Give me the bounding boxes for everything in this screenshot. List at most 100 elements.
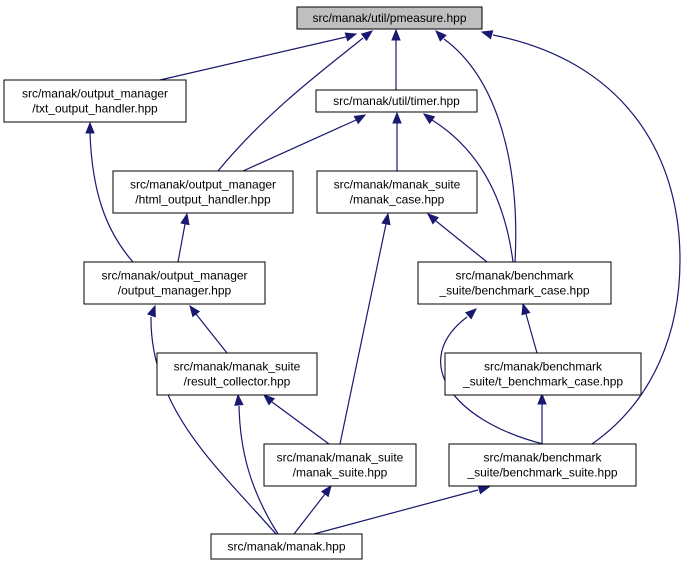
arrowhead	[480, 30, 494, 40]
edge-line	[293, 493, 326, 535]
node-box	[156, 352, 318, 396]
node-box	[3, 79, 187, 123]
node-label-line: _suite/t_benchmark_case.hpp	[462, 375, 623, 389]
node-label-line: /manak_case.hpp	[350, 193, 445, 207]
node-benchmark-suite[interactable]: src/manak/benchmark_suite/benchmark_suit…	[448, 443, 637, 487]
node-box	[112, 170, 294, 214]
node-html-output-handler[interactable]: src/manak/output_manager/html_output_han…	[112, 170, 294, 214]
node-label-line: src/manak/output_manager	[130, 178, 276, 192]
node-label-line: src/manak/output_manager	[22, 87, 168, 101]
edge-output_manager-to-html_output_handler	[177, 212, 190, 263]
node-label-line: src/manak/manak_suite	[277, 451, 404, 465]
node-label-line: src/manak/util/pmeasure.hpp	[312, 11, 466, 25]
edge-line	[217, 37, 364, 172]
edge-manak-to-manak_suite	[293, 484, 332, 535]
node-label-line: /result_collector.hpp	[184, 375, 291, 389]
edge-manak-to-benchmark_suite	[313, 485, 491, 535]
node-label-line: src/manak/benchmark	[483, 451, 602, 465]
edge-manak_case-to-timer	[392, 111, 402, 171]
edge-html_output_handler-to-timer	[242, 114, 367, 172]
edge-result_collector-to-output_manager	[189, 304, 228, 354]
node-label-line: src/manak/benchmark	[484, 360, 603, 374]
arrowhead	[85, 121, 95, 134]
edge-manak-to-output_manager	[146, 304, 277, 535]
arrowhead	[180, 212, 190, 226]
edge-line	[435, 220, 488, 263]
edge-txt_output_handler-to-pmeasure	[159, 32, 358, 81]
nodes-layer: src/manak/util/pmeasure.hpp src/manak/out…	[3, 6, 642, 560]
node-manak-suite[interactable]: src/manak/manak_suite/manak_suite.hpp	[263, 443, 417, 487]
edge-benchmark_suite-to-pmeasure	[480, 30, 681, 445]
node-box	[210, 533, 363, 560]
edge-html_output_handler-to-pmeasure	[217, 30, 374, 172]
edge-line	[271, 401, 330, 445]
arrowhead	[426, 213, 440, 225]
edge-line	[195, 313, 228, 354]
node-label-line: /output_manager.hpp	[118, 284, 232, 298]
edge-line	[242, 119, 357, 172]
edge-output_manager-to-txt_output_handler	[85, 121, 134, 263]
node-box	[315, 89, 478, 113]
node-label-line: src/manak/util/timer.hpp	[333, 94, 460, 108]
node-label-line: _suite/benchmark_suite.hpp	[466, 466, 617, 480]
arrowhead	[344, 32, 358, 42]
arrowhead	[391, 28, 401, 41]
node-box	[296, 6, 483, 30]
edge-line	[150, 316, 277, 535]
edge-t_benchmark_case-to-benchmark_case	[521, 302, 538, 354]
edge-line	[431, 119, 514, 263]
edge-line	[313, 489, 479, 535]
edge-manak_suite-to-result_collector	[262, 394, 330, 445]
edge-line	[177, 223, 186, 263]
node-label-line: /manak_suite.hpp	[293, 466, 388, 480]
node-box	[444, 352, 642, 396]
arrowhead	[392, 111, 402, 124]
edge-line	[339, 223, 387, 445]
edge-line	[159, 36, 347, 81]
edge-benchmark_suite-to-t_benchmark_case	[537, 392, 547, 444]
node-txt-output-handler[interactable]: src/manak/output_manager/txt_output_hand…	[3, 79, 187, 123]
node-output-manager[interactable]: src/manak/output_manager/output_manager.…	[83, 261, 266, 305]
node-t-benchmark-case[interactable]: src/manak/benchmark_suite/t_benchmark_ca…	[444, 352, 642, 396]
node-box	[316, 170, 478, 214]
arrowhead	[521, 302, 531, 316]
arrowhead	[435, 30, 447, 42]
node-label-line: src/manak/benchmark	[455, 269, 574, 283]
edge-line	[525, 313, 538, 354]
edge-timer-to-pmeasure	[391, 28, 401, 90]
node-timer[interactable]: src/manak/util/timer.hpp	[315, 89, 478, 113]
edge-line	[443, 38, 517, 263]
node-box	[83, 261, 266, 305]
node-box	[263, 443, 417, 487]
edge-benchmark_case-to-manak_case	[426, 213, 488, 263]
node-label-line: /txt_output_handler.hpp	[32, 102, 158, 116]
arrowhead	[189, 304, 201, 318]
arrowhead	[477, 485, 491, 495]
arrowhead	[320, 484, 332, 498]
arrowhead	[537, 392, 547, 405]
arrowhead	[234, 393, 244, 406]
arrowhead	[422, 113, 436, 125]
edge-manak-to-result_collector	[234, 393, 279, 535]
node-result-collector[interactable]: src/manak/manak_suite/result_collector.h…	[156, 352, 318, 396]
edge-line	[238, 405, 279, 535]
edge-line	[492, 34, 681, 445]
node-benchmark-case[interactable]: src/manak/benchmark_suite/benchmark_case…	[417, 261, 612, 305]
node-manak-case[interactable]: src/manak/manak_suite/manak_case.hpp	[316, 170, 478, 214]
node-label-line: _suite/benchmark_case.hpp	[438, 284, 589, 298]
node-label-line: src/manak/manak_suite	[334, 178, 461, 192]
node-box	[448, 443, 637, 487]
edge-manak_suite-to-manak_case	[339, 212, 391, 445]
arrowhead	[381, 212, 391, 226]
node-pmeasure[interactable]: src/manak/util/pmeasure.hpp	[296, 6, 483, 30]
arrowhead	[360, 30, 374, 42]
node-label-line: src/manak/output_manager	[101, 269, 247, 283]
arrowhead	[146, 304, 156, 318]
node-box	[417, 261, 612, 305]
edge-benchmark_case-to-timer	[422, 113, 514, 263]
arrowhead	[465, 308, 478, 320]
edge-benchmark_case-to-pmeasure	[435, 30, 517, 263]
node-manak[interactable]: src/manak/manak.hpp	[210, 533, 363, 560]
edge-line	[89, 132, 134, 263]
